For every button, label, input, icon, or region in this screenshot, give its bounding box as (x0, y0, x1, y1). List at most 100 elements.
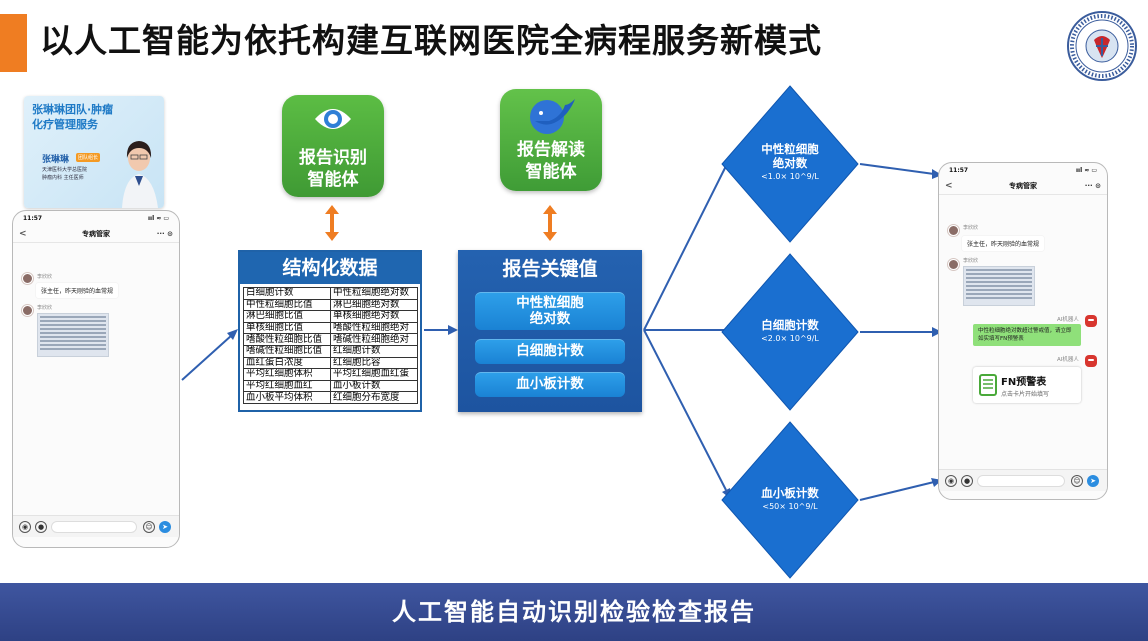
report-recognition-agent[interactable]: 报告识别 智能体 (282, 95, 384, 197)
table-cell: 血小板计数 (330, 379, 418, 393)
hospital-seal-icon (1067, 11, 1137, 81)
report-image-thumbnail[interactable] (963, 266, 1035, 306)
table-cell: 嗜酸性粒细胞绝对 (330, 321, 418, 335)
fn-warning-form-card[interactable]: FN预警表 点击卡片开始填写 (973, 367, 1081, 403)
diamond-shape (721, 421, 859, 579)
eye-icon (315, 109, 351, 129)
diamond-threshold: <50× 10^9/L (762, 502, 818, 511)
voice-icon[interactable]: ◉ (19, 521, 31, 533)
key-values-title: 报告关键值 (502, 258, 598, 280)
message-input[interactable] (51, 521, 137, 533)
table-row: 单核细胞比值嗜酸性粒细胞绝对 (243, 321, 418, 335)
table-cell: 嗜碱性粒细胞比值 (243, 344, 331, 358)
diamond-shape (721, 253, 859, 411)
table-cell: 中性粒细胞绝对数 (330, 287, 418, 300)
emoji-icon[interactable]: ☺ (1071, 475, 1083, 487)
diamond-shape (721, 85, 859, 243)
diamond-threshold: <2.0× 10^9/L (761, 334, 819, 343)
threshold-diamond-neutrophil: 中性粒细胞 绝对数 <1.0× 10^9/L (720, 84, 860, 244)
status-time: 11:57 (949, 167, 969, 174)
patient-avatar (22, 273, 33, 284)
status-time: 11:57 (23, 215, 43, 222)
table-cell: 红细胞分布宽度 (330, 391, 418, 404)
message-input[interactable] (977, 475, 1065, 487)
diamond-threshold: <1.0× 10^9/L (761, 172, 819, 181)
doctor-team-card[interactable]: 张琳琳团队·肿瘤化疗管理服务 张琳琳 团队组长 天津医科大学总医院 肿瘤内科 主… (24, 96, 164, 208)
agent-label-line1: 报告识别 (299, 148, 367, 168)
structured-data-title: 结构化数据 (240, 252, 420, 284)
flow-arrow (424, 325, 458, 335)
double-arrow-icon (325, 205, 339, 241)
message-bubble: 张主任，昨天刚验的血常规 (962, 236, 1045, 251)
chat-nav-bar: < 专病管家 ··· ⊙ (939, 177, 1107, 195)
more-icon[interactable]: ··· ⊙ (156, 230, 173, 238)
table-cell: 红细胞比容 (330, 356, 418, 370)
back-icon[interactable]: < (19, 229, 27, 239)
diamond-label: 血小板计数 (761, 486, 819, 500)
patient-avatar (22, 305, 33, 316)
table-row: 平均红细胞体积平均红细胞血红蛋 (243, 368, 418, 381)
doctor-department: 肿瘤内科 主任医师 (42, 175, 84, 181)
right-phone: 11:57 ııl ≈ ▭ < 专病管家 ··· ⊙ 李欣欣 张主任，昨天刚验的… (938, 162, 1108, 500)
voice-icon[interactable]: ◉ (945, 475, 957, 487)
status-bar: 11:57 ııl ≈ ▭ (13, 211, 179, 225)
send-icon[interactable]: ➤ (159, 521, 171, 533)
table-cell: 红细胞计数 (330, 344, 418, 358)
table-cell: 血红蛋白浓度 (243, 356, 331, 370)
ai-warning-message: 中性粒细胞绝对数超过警戒值，请立即如实填写FN预警表 (973, 324, 1081, 346)
table-cell: 嗜酸性粒细胞比值 (243, 333, 331, 346)
flow-arrow (181, 329, 238, 381)
chat-title: 专病管家 (1009, 182, 1037, 190)
team-name: 张琳琳团队·肿瘤化疗管理服务 (32, 103, 114, 131)
chat-input-bar: ◉ ● ☺ ➤ (13, 515, 179, 537)
page-title: 以人工智能为依托构建互联网医院全病程服务新模式 (40, 21, 822, 60)
double-arrow-icon (543, 205, 557, 241)
report-interpretation-agent[interactable]: 报告解读 智能体 (500, 89, 602, 191)
status-signal-icons: ııl ≈ ▭ (1075, 167, 1097, 174)
chat-nav-bar: < 专病管家 ··· ⊙ (13, 225, 179, 243)
agent-label-line2: 智能体 (307, 170, 359, 190)
doctor-name: 张琳琳 (42, 155, 70, 165)
ai-sender-name: AI机器人 (1057, 317, 1079, 323)
table-row: 嗜酸性粒细胞比值嗜碱性粒细胞绝对 (243, 333, 418, 346)
sender-name: 李欣欣 (963, 258, 979, 264)
key-value-item: 白细胞计数 (475, 339, 625, 364)
table-cell: 血小板平均体积 (243, 391, 331, 404)
sender-name: 李欣欣 (963, 225, 979, 231)
table-cell: 中性粒细胞比值 (243, 298, 331, 312)
table-row: 淋巴细胞比值单核细胞绝对数 (243, 310, 418, 323)
title-accent-bar (0, 14, 27, 72)
card-subtitle: 点击卡片开始填写 (1001, 391, 1050, 398)
send-icon[interactable]: ➤ (1087, 475, 1099, 487)
robot-avatar-icon (1085, 315, 1097, 327)
more-icon[interactable]: ··· ⊙ (1084, 182, 1101, 190)
footer-banner: 人工智能自动识别检验检查报告 (0, 583, 1148, 641)
back-icon[interactable]: < (945, 181, 953, 191)
table-cell: 淋巴细胞绝对数 (330, 298, 418, 312)
emoji-icon[interactable]: ☺ (143, 521, 155, 533)
doctor-photo (122, 141, 158, 208)
robot-avatar-icon (1085, 355, 1097, 367)
mic-icon[interactable]: ● (35, 521, 47, 533)
mic-icon[interactable]: ● (961, 475, 973, 487)
threshold-diamond-platelet: 血小板计数 <50× 10^9/L (720, 420, 860, 580)
chat-title: 专病管家 (82, 230, 110, 238)
key-value-item: 中性粒细胞 绝对数 (475, 292, 625, 330)
left-phone: 11:57 ııl ≈ ▭ < 专病管家 ··· ⊙ 李欣欣 张主任，昨天刚验的… (12, 210, 180, 548)
table-cell: 平均红细胞血红蛋 (330, 368, 418, 381)
status-bar: 11:57 ııl ≈ ▭ (939, 163, 1107, 177)
key-values-panel: 报告关键值 中性粒细胞 绝对数 白细胞计数 血小板计数 (458, 250, 642, 412)
table-row: 平均红细胞血红血小板计数 (243, 379, 418, 393)
report-image-thumbnail[interactable] (37, 313, 109, 357)
doctor-hospital: 天津医科大学总医院 (42, 167, 88, 173)
patient-avatar (948, 259, 959, 270)
diamond-label: 绝对数 (772, 156, 808, 170)
structured-data-table: 白细胞计数中性粒细胞绝对数 中性粒细胞比值淋巴细胞绝对数 淋巴细胞比值单核细胞绝… (243, 287, 418, 404)
table-row: 血小板平均体积红细胞分布宽度 (243, 391, 418, 404)
agent-label-line2: 智能体 (525, 162, 577, 182)
message-bubble: 张主任，昨天刚验的血常规 (36, 283, 119, 298)
card-title: FN预警表 (1001, 377, 1047, 388)
table-row: 嗜碱性粒细胞比值红细胞计数 (243, 344, 418, 358)
sender-name: 李欣欣 (37, 274, 53, 280)
patient-avatar (948, 225, 959, 236)
